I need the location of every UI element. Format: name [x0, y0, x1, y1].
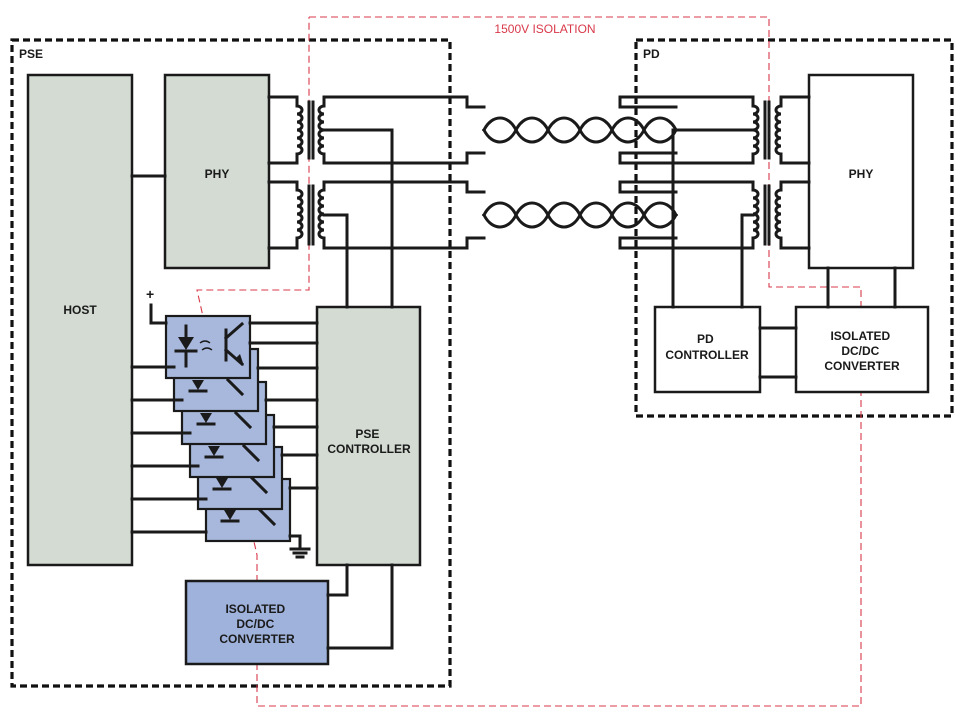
pd-xfmr2-phy-bottom — [779, 238, 811, 250]
pse-phy-xfmr2-bottom — [267, 238, 299, 250]
supply-wire — [149, 303, 168, 325]
pse-phy-xfmr2-top — [267, 180, 299, 192]
pse-converter-label: ISOLATED DC/DC CONVERTER — [219, 602, 295, 646]
host-block — [26, 73, 134, 567]
pse-controller-label: PSE CONTROLLER — [327, 427, 411, 456]
pse-centertap-1 — [322, 128, 394, 309]
pd-converter-label-line-1: ISOLATED — [830, 329, 890, 343]
pd-centertap-1 — [671, 128, 755, 309]
pd-pair2-lower — [618, 236, 755, 250]
pse-region — [10, 38, 452, 688]
host-label: HOST — [63, 303, 97, 317]
isolation-label: 1500V ISOLATION — [494, 22, 595, 36]
transformer-icon — [751, 100, 783, 160]
pse-phy-xfmr1-bottom — [267, 152, 299, 165]
supply-plus-symbol: + — [146, 286, 154, 302]
pse-pair1-upper — [322, 95, 486, 109]
pse-converter-label-line-3: CONVERTER — [219, 632, 295, 646]
pd-controller-label-line-2: CONTROLLER — [665, 348, 749, 362]
optocoupler-icon — [164, 314, 252, 380]
pd-pair1-upper — [618, 95, 755, 109]
pd-pair1-lower — [618, 151, 755, 165]
pd-converter-label-line-3: CONVERTER — [824, 359, 900, 373]
pd-phy-block — [807, 73, 915, 270]
pd-controller-label: PD CONTROLLER — [665, 332, 749, 362]
twisted-pair-icon — [481, 116, 679, 144]
transformer-icon — [295, 100, 326, 160]
optocoupler-stack — [164, 314, 292, 543]
pse-controller-block — [315, 305, 422, 567]
pse-converter-label-line-1: ISOLATED — [225, 602, 285, 616]
pd-xfmr1-phy-bottom — [779, 152, 811, 165]
ctrl-converter-line-1 — [326, 563, 349, 597]
transformer-icon — [295, 184, 326, 246]
pse-controller-label-line-2: CONTROLLER — [327, 442, 411, 456]
pse-pair2-lower — [322, 236, 486, 250]
pd-xfmr1-phy-top — [779, 95, 811, 108]
pd-phy-label: PHY — [849, 167, 874, 181]
pd-pair2-upper — [618, 180, 755, 194]
pd-xfmr2-phy-top — [779, 180, 811, 192]
pse-phy-block — [163, 73, 271, 270]
pse-converter-label-line-2: DC/DC — [236, 617, 274, 631]
twisted-pair-icon — [481, 201, 679, 229]
pse-pair1-lower — [322, 151, 486, 165]
ground-icon — [288, 534, 311, 559]
pd-converter-label: ISOLATED DC/DC CONVERTER — [824, 329, 900, 373]
pd-controller-block — [653, 305, 762, 394]
pd-controller-label-line-1: PD — [697, 332, 714, 346]
pse-phy-xfmr1-top — [267, 95, 299, 108]
pd-centertap-2 — [740, 213, 755, 309]
pse-pair2-upper — [322, 180, 486, 194]
pse-controller-label-line-1: PSE — [355, 427, 379, 441]
pd-converter-block — [794, 305, 930, 394]
pse-region-label: PSE — [19, 47, 43, 61]
pd-converter-label-line-2: DC/DC — [841, 344, 879, 358]
pd-region-label: PD — [643, 47, 660, 61]
ctrl-converter-line-2 — [326, 563, 394, 650]
transformer-icon — [751, 184, 783, 246]
pd-region — [634, 38, 954, 418]
pse-converter-block — [184, 579, 330, 666]
pse-phy-label: PHY — [205, 167, 230, 181]
pse-centertap-2 — [322, 213, 349, 309]
